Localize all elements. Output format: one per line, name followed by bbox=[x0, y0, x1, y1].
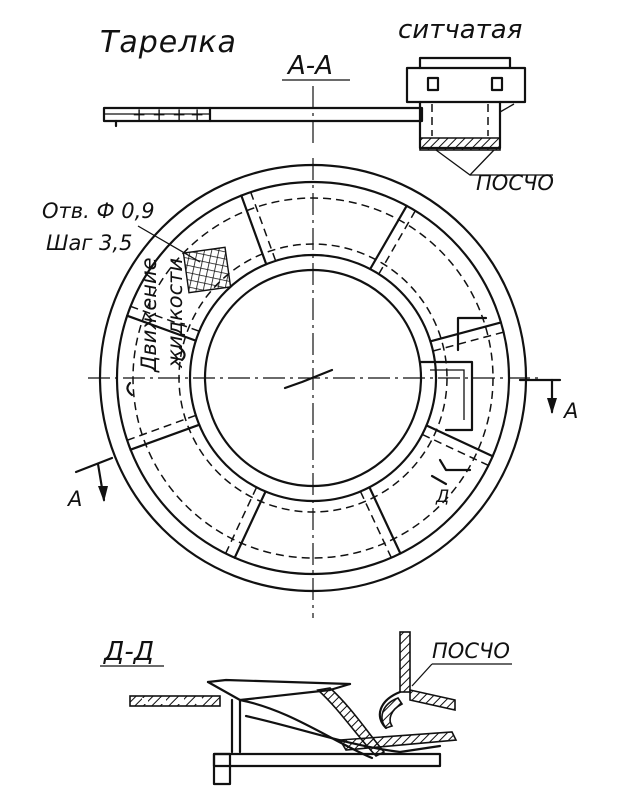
outlet-box bbox=[418, 360, 474, 432]
section-aa-label: А-А bbox=[286, 51, 333, 81]
flow-direction-label: Движение жидкости bbox=[137, 257, 187, 373]
aa-cap-crown bbox=[418, 56, 512, 70]
cut-mark-d-stroke bbox=[430, 474, 448, 486]
svg-text:+: + bbox=[132, 105, 146, 125]
mesh-leader bbox=[137, 225, 201, 263]
dd-plate-holes bbox=[142, 698, 202, 704]
partition-spokes bbox=[125, 191, 504, 559]
dd-leader bbox=[411, 663, 433, 687]
aa-cap-slots bbox=[426, 76, 504, 92]
center-marker bbox=[283, 368, 334, 390]
mesh-patch bbox=[182, 246, 232, 294]
dd-right-wall bbox=[399, 631, 411, 693]
aa-cap-solder bbox=[419, 137, 501, 151]
section-aa-view: А-А + + + + ПОСЧО bbox=[102, 51, 554, 195]
dd-ramp-lower bbox=[244, 714, 442, 754]
svg-text:+: + bbox=[172, 105, 186, 125]
section-dd-view: Д-Д ПОСЧО bbox=[100, 631, 512, 786]
partition-spoke-8-solid bbox=[125, 314, 197, 342]
inner-opening bbox=[203, 268, 423, 488]
outer-hidden-circle bbox=[132, 197, 494, 559]
outer-rim bbox=[98, 163, 528, 593]
svg-text:+: + bbox=[190, 105, 204, 125]
dd-plate-left bbox=[129, 695, 221, 707]
dd-hook-hatched bbox=[381, 697, 404, 729]
outer-rim-inner bbox=[115, 180, 511, 576]
outlet-box-inner bbox=[430, 369, 465, 420]
dd-ramp-outer bbox=[238, 698, 374, 760]
drawing-title: Тарелка bbox=[100, 25, 237, 60]
aa-material-label: ПОСЧО bbox=[476, 171, 554, 195]
svg-text:+: + bbox=[152, 105, 166, 125]
partition-spoke-1-solid bbox=[240, 194, 268, 266]
dd-vertical-wall bbox=[230, 698, 242, 754]
partition-spoke-6-solid bbox=[233, 490, 267, 559]
outlet-bracket-upper bbox=[456, 316, 488, 352]
flow-arrow-upper bbox=[126, 381, 134, 397]
partition-spoke-3-solid bbox=[429, 321, 503, 343]
inner-hidden-circle bbox=[178, 243, 448, 513]
flow-arrow-lower bbox=[178, 346, 186, 362]
flow-label-line1: Движение bbox=[137, 257, 161, 373]
cut-a-left-line bbox=[74, 456, 114, 474]
cut-a-right-label: А bbox=[562, 399, 578, 423]
cut-a-left-arrowhead bbox=[98, 486, 108, 502]
drawing-title-suffix: ситчатая bbox=[398, 15, 522, 45]
hole-spec-label: Отв. Ф 0,9 bbox=[42, 199, 155, 223]
dd-right-ledge bbox=[409, 689, 456, 711]
dd-inclined-plate bbox=[206, 680, 352, 702]
partition-spoke-7-solid bbox=[129, 423, 201, 451]
dd-base-foot bbox=[212, 752, 232, 786]
plan-view: Отв. Ф 0,9 Шаг 3,5 Движение жидкости Д А… bbox=[42, 158, 578, 618]
dd-inclined-plate-top bbox=[206, 678, 352, 686]
pitch-spec-label: Шаг 3,5 bbox=[46, 231, 132, 255]
outlet-bracket-lower bbox=[438, 458, 472, 472]
partition-spoke-4-solid bbox=[425, 424, 494, 458]
section-dd-label: Д-Д bbox=[103, 637, 154, 667]
dd-bottom-strip bbox=[338, 731, 458, 751]
inner-ring bbox=[188, 253, 438, 503]
partition-spoke-2-solid bbox=[369, 204, 408, 271]
dd-base bbox=[212, 752, 442, 768]
cut-a-right-arrowhead bbox=[547, 398, 557, 414]
cut-a-left-label: А bbox=[66, 487, 82, 511]
aa-cap-tab bbox=[499, 103, 515, 113]
cut-mark-d-label: Д bbox=[435, 487, 449, 507]
dd-material-label: ПОСЧО bbox=[432, 639, 510, 663]
partition-spoke-5-solid bbox=[368, 486, 402, 555]
aa-perforation-marks: + + + + bbox=[132, 105, 204, 125]
aa-cap-top bbox=[405, 66, 527, 104]
